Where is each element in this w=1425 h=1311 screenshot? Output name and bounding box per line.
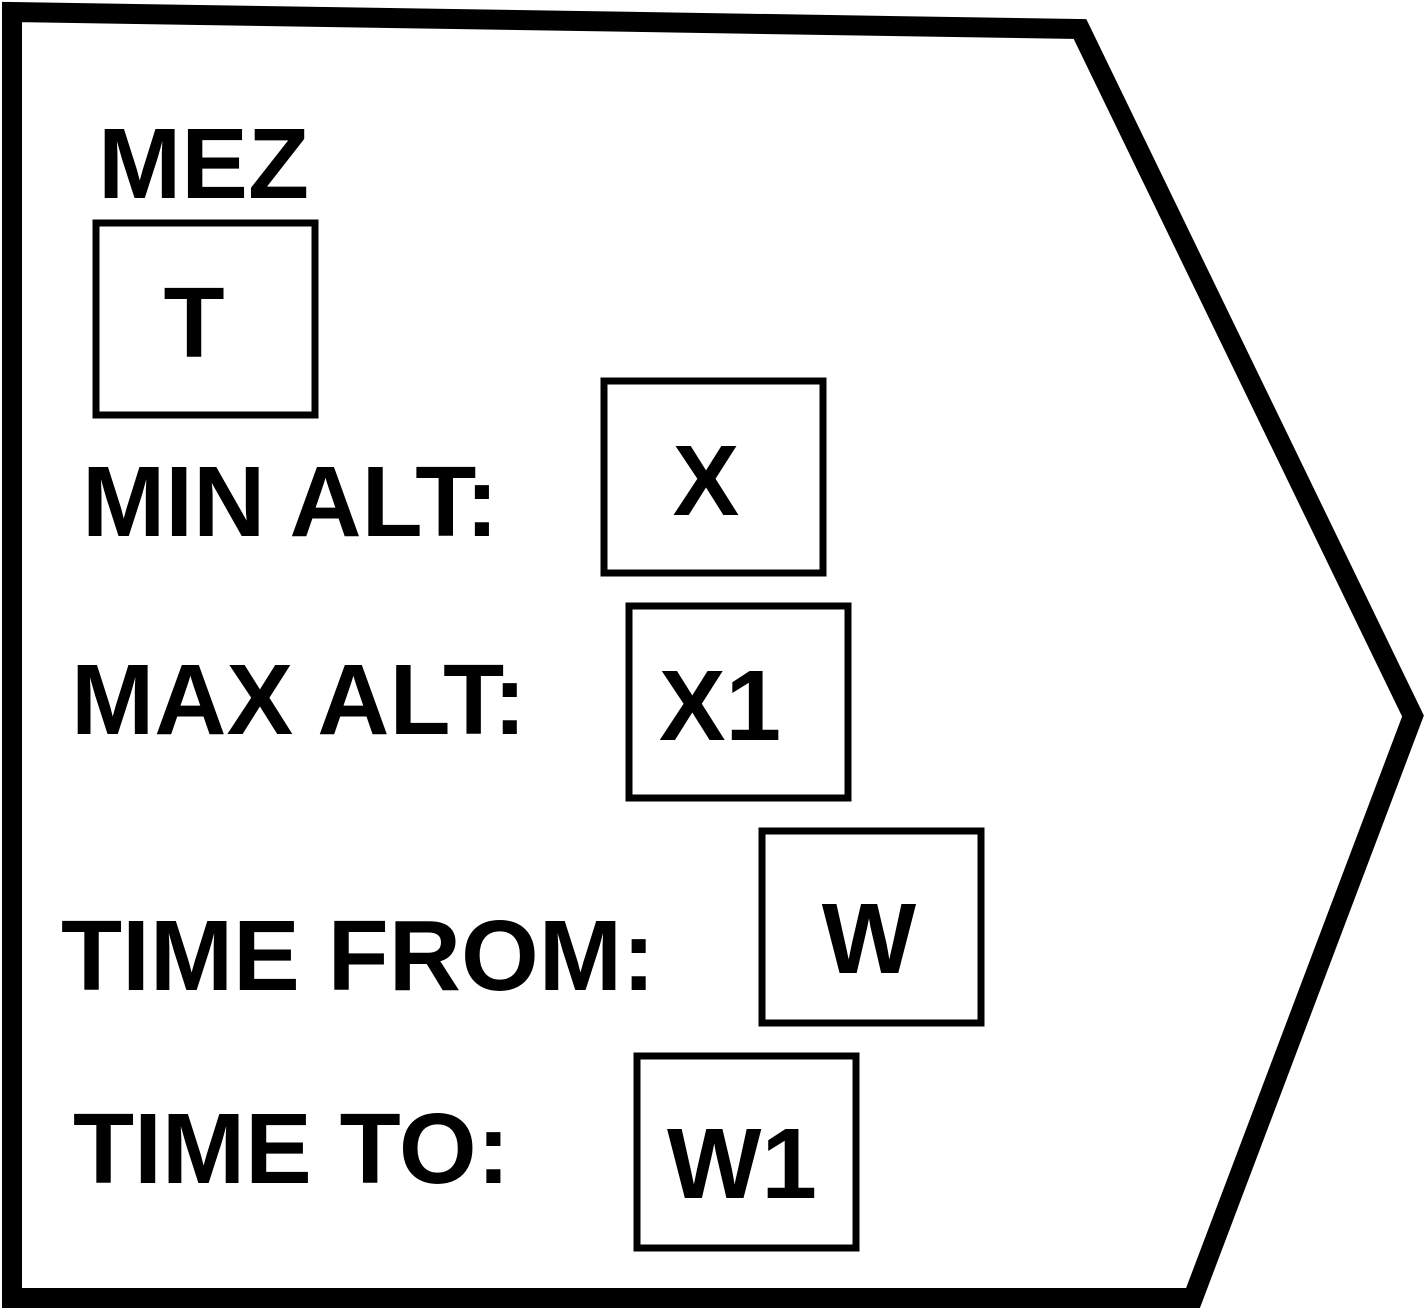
max-alt-value: X1 <box>659 650 781 762</box>
time-from-value: W <box>822 883 917 995</box>
time-to-label: TIME TO: <box>73 1093 510 1205</box>
time-to-box <box>633 1052 860 1252</box>
min-alt-box <box>600 377 827 577</box>
max-alt-box <box>625 602 852 802</box>
max-alt-label: MAX ALT: <box>71 644 526 756</box>
time-to-value: W1 <box>667 1108 817 1220</box>
min-alt-label: MIN ALT: <box>82 446 499 558</box>
symbol-title: MEZ <box>98 108 309 220</box>
min-alt-value: X <box>673 425 740 537</box>
type-field-box <box>92 219 319 419</box>
time-from-label: TIME FROM: <box>61 900 655 1012</box>
time-from-box <box>758 827 985 1027</box>
type-field-value: T <box>163 267 224 379</box>
